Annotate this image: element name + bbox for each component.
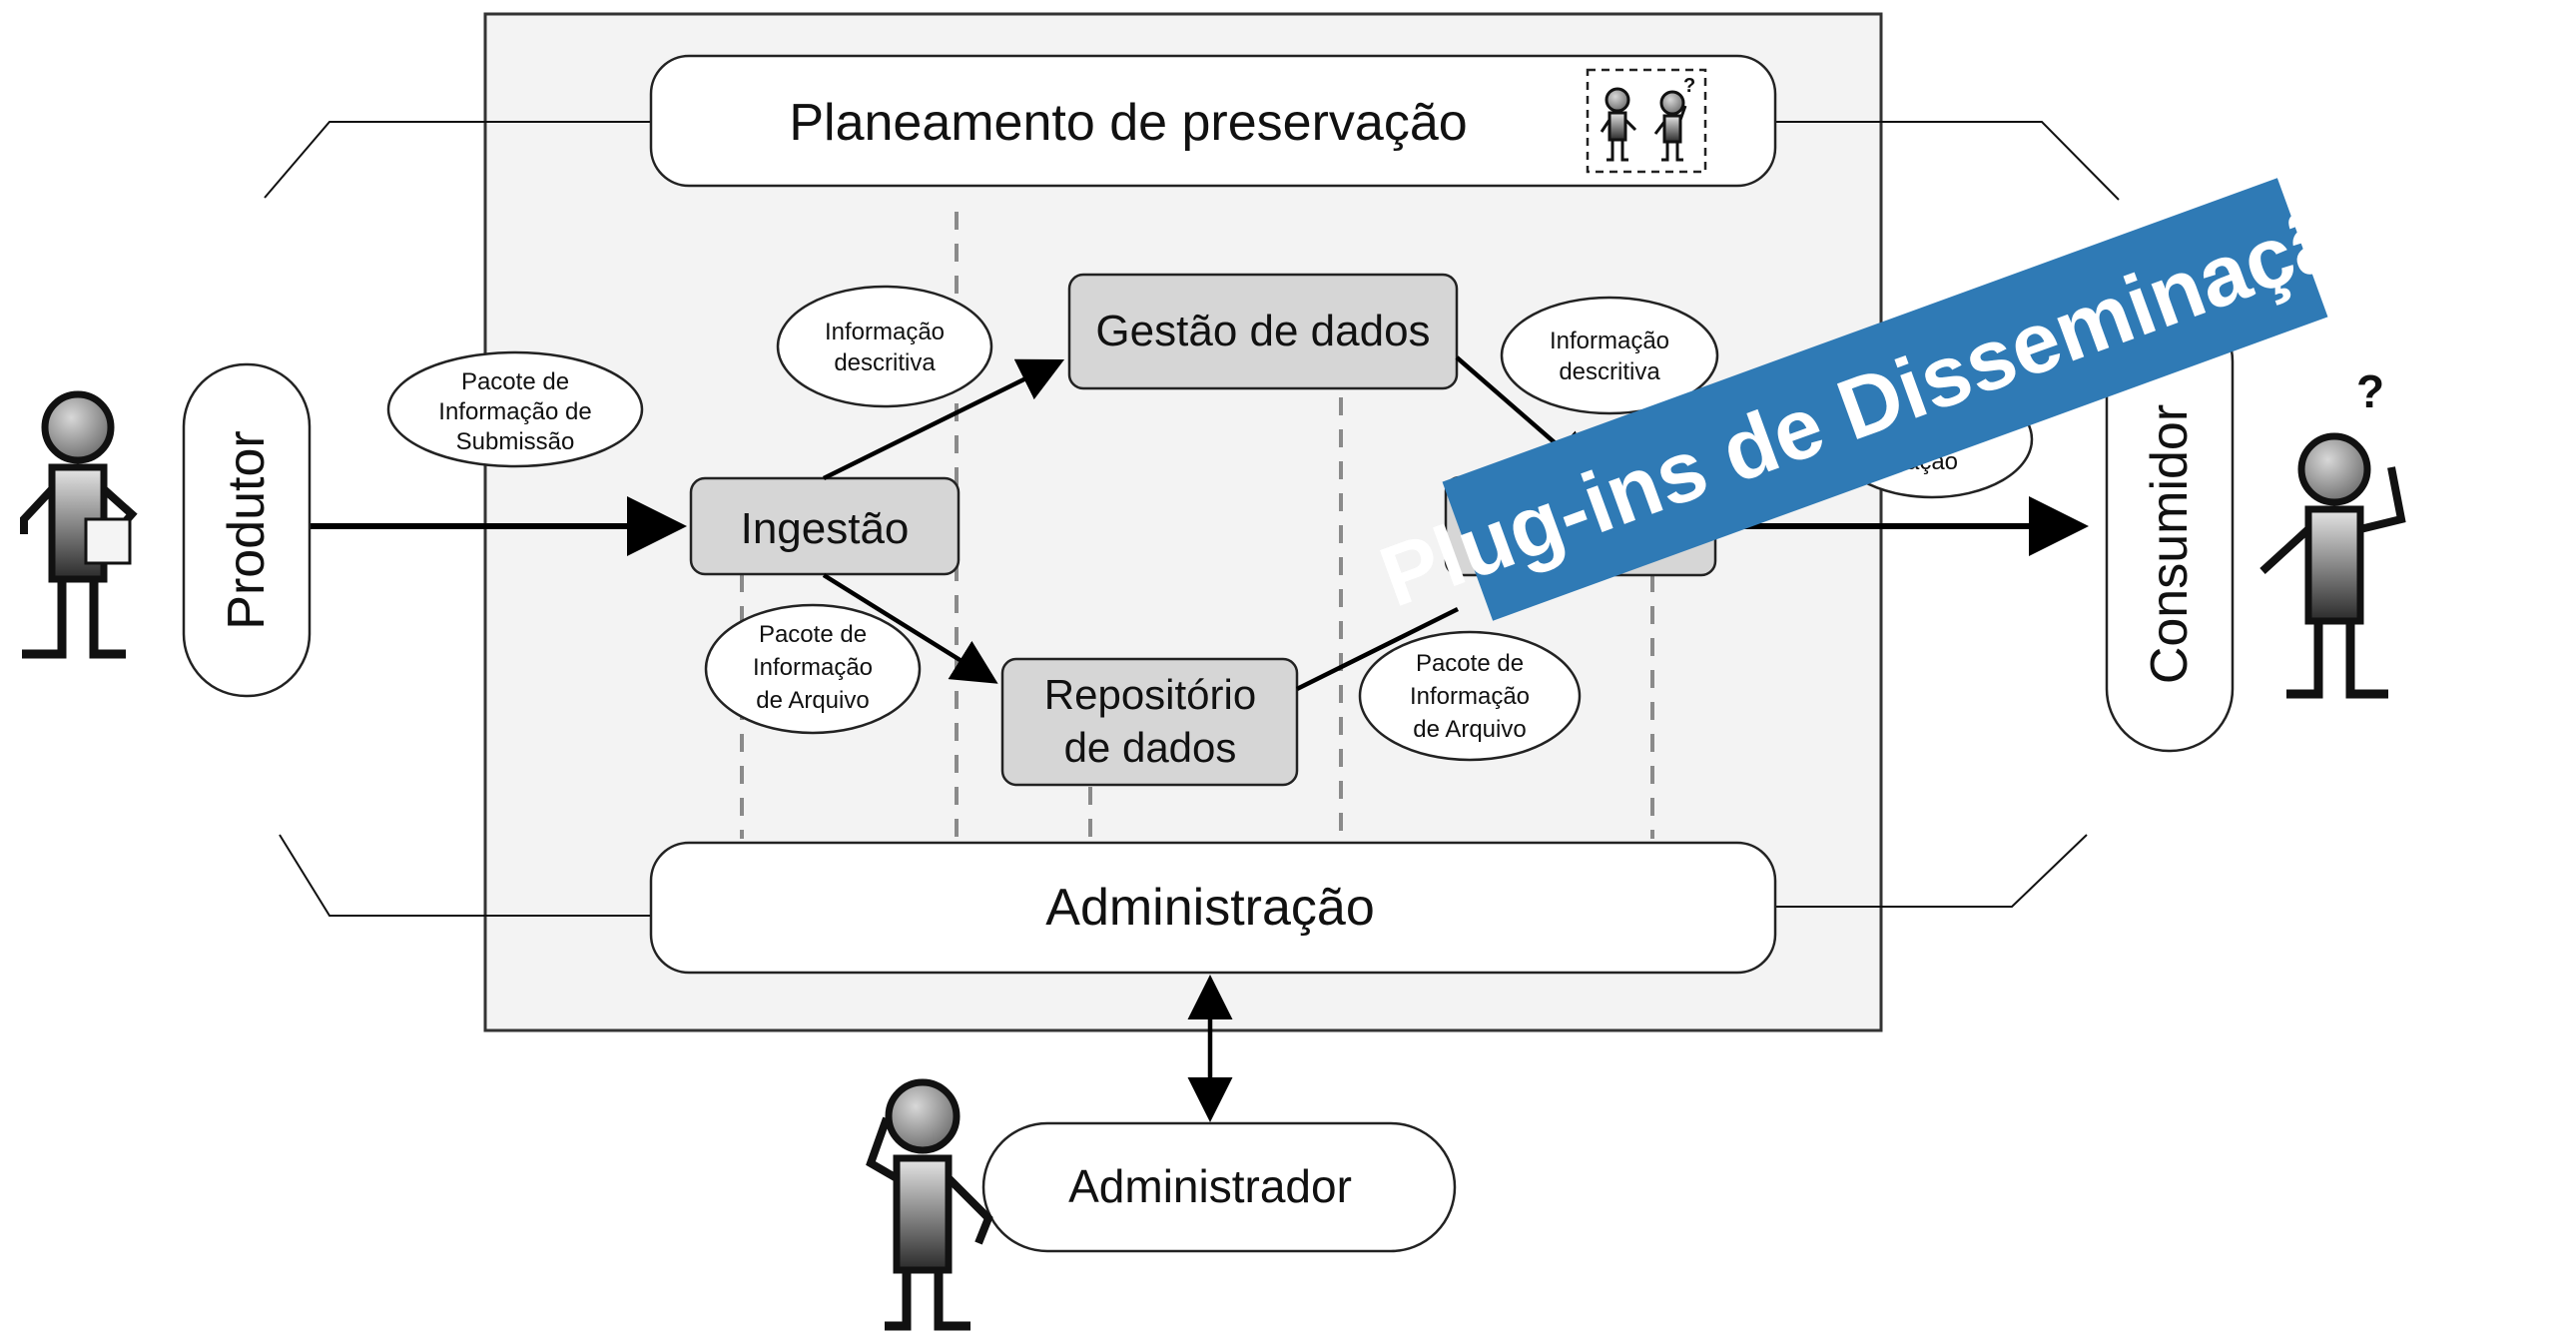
preservation-planning-box: Planeamento de preservação ?	[649, 54, 1777, 188]
planning-people-icon: ?	[1600, 75, 1695, 162]
planning-question-mark: ?	[1683, 75, 1695, 97]
descriptive-info-right-ellipse: Informação descritiva	[1500, 296, 1719, 415]
descriptive-left-line-1: Informação	[825, 319, 945, 345]
administration-label: Administração	[1045, 879, 1374, 937]
storage-to-access-line	[1295, 606, 1460, 692]
ingest-box: Ingestão	[689, 476, 961, 576]
producer-figure-icon	[20, 390, 138, 659]
producer-label: Produtor	[218, 430, 276, 629]
consumer-actor: Consumidor ?	[2105, 298, 2406, 753]
ingest-to-storage-arrow	[822, 573, 998, 684]
data-management-label: Gestão de dados	[1095, 307, 1430, 355]
aip-right-line-3: de Arquivo	[1413, 716, 1526, 743]
ingest-to-data-management-arrow	[823, 358, 1065, 481]
aip-right-line-1: Pacote de	[1416, 650, 1524, 677]
descriptive-info-left-ellipse: Informação descritiva	[776, 285, 993, 408]
sip-line-2: Informação de	[438, 398, 591, 425]
aip-right-ellipse: Pacote de Informação de Arquivo	[1358, 630, 1582, 762]
aip-left-ellipse: Pacote de Informação de Arquivo	[704, 603, 922, 735]
administrator-actor: Administrador	[866, 1078, 1457, 1331]
producer-actor: Produtor	[20, 362, 312, 698]
sip-ellipse: Pacote de Informação de Submissão	[386, 350, 644, 468]
preservation-planning-label: Planeamento de preservação	[789, 94, 1467, 152]
flow-arrows	[308, 355, 2089, 1122]
administrator-figure-icon	[866, 1078, 993, 1331]
consumer-figure-icon: ?	[2259, 365, 2406, 699]
bracket-lines	[264, 121, 2120, 917]
descriptive-left-line-2: descritiva	[834, 349, 936, 376]
descriptive-right-line-1: Informação	[1550, 328, 1669, 354]
aip-left-line-3: de Arquivo	[756, 687, 869, 714]
aip-left-line-1: Pacote de	[759, 621, 867, 648]
archival-storage-box: Repositório de dados	[1000, 657, 1299, 787]
administration-box: Administração	[649, 841, 1777, 975]
descriptive-right-line-2: descritiva	[1559, 358, 1660, 385]
consumer-label: Consumidor	[2141, 404, 2199, 684]
ingest-label: Ingestão	[741, 504, 910, 553]
archival-storage-label-2: de dados	[1064, 724, 1237, 771]
administrator-label: Administrador	[1068, 1160, 1352, 1212]
aip-left-line-2: Informação	[753, 654, 873, 681]
sip-line-1: Pacote de	[461, 368, 569, 395]
aip-right-line-2: Informação	[1410, 683, 1530, 710]
sip-line-3: Submissão	[456, 428, 575, 455]
consumer-question-mark: ?	[2356, 365, 2384, 417]
banner-background	[1442, 178, 2328, 621]
archival-storage-label-1: Repositório	[1044, 671, 1256, 718]
data-management-box: Gestão de dados	[1067, 273, 1459, 390]
